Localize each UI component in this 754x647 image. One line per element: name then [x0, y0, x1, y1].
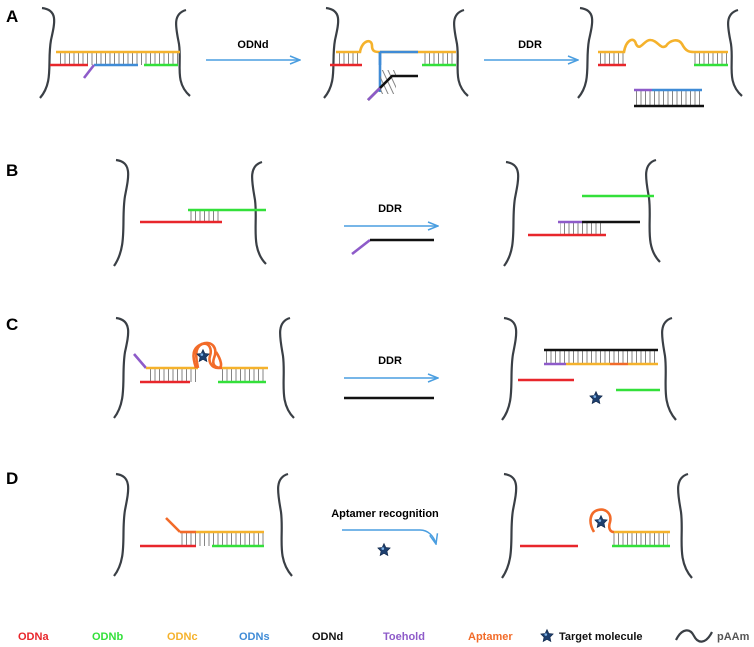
- paam-strand-left: [113, 472, 130, 577]
- arrow-ddr-label: DDR: [518, 39, 542, 51]
- legend-odnd: ODNd: [312, 631, 343, 643]
- paam-strand-left: [503, 160, 520, 267]
- aptamer-strand: [165, 517, 181, 533]
- paam-strand-right: [453, 8, 469, 97]
- base-pairs: [338, 52, 360, 65]
- panel-d: D Aptamer recognition: [6, 469, 693, 579]
- paam-strand-right: [645, 158, 661, 263]
- odnc-strand: [336, 39, 456, 54]
- aptamer-loop: [194, 342, 223, 370]
- legend-odnc: ODNc: [167, 631, 198, 643]
- paam-strand-left: [501, 316, 518, 421]
- aptamer-loop: [192, 341, 223, 370]
- legend-paam: pAAm: [717, 631, 750, 643]
- base-pairs: [180, 532, 264, 546]
- panel-c-label: C: [6, 315, 18, 334]
- paam-strand-right: [277, 472, 293, 577]
- panel-a-label: A: [6, 7, 18, 26]
- paam-strand-right: [279, 316, 295, 419]
- paam-strand-left: [323, 6, 340, 99]
- base-pairs: [636, 90, 702, 106]
- paam-strand-left: [113, 316, 130, 419]
- paam-strand-left: [39, 6, 56, 99]
- arrow-ddr-label: DDR: [378, 203, 402, 215]
- toehold-strand: [133, 353, 147, 369]
- paam-strand-right: [677, 472, 693, 579]
- base-pairs: [612, 532, 668, 546]
- target-molecule-icon: [589, 391, 603, 405]
- legend-toehold: Toehold: [383, 631, 425, 643]
- legend-target: Target molecule: [559, 631, 643, 643]
- panel-b: B DDR: [6, 158, 661, 267]
- target-molecule-icon: [196, 349, 210, 363]
- base-pairs: [58, 52, 178, 65]
- paam-strand-right: [661, 316, 677, 421]
- arrow-ddr-label: DDR: [378, 355, 402, 367]
- paam-strand-left: [113, 158, 130, 267]
- legend-odnb: ODNb: [92, 631, 123, 643]
- panel-b-label: B: [6, 161, 18, 180]
- target-molecule-icon: [377, 543, 391, 557]
- paam-strand-right: [727, 8, 743, 97]
- paam-strand-right: [175, 8, 191, 97]
- arrow-odnd-label: ODNd: [237, 39, 268, 51]
- base-pairs: [694, 52, 728, 65]
- base-pairs: [222, 368, 266, 382]
- base-pairs: [546, 350, 656, 364]
- toehold-strand: [351, 238, 371, 256]
- toehold-strand: [82, 64, 96, 79]
- panel-d-label: D: [6, 469, 18, 488]
- arrow-aptamer-recognition: [342, 529, 436, 544]
- legend-aptamer: Aptamer: [468, 631, 513, 643]
- toehold-strand: [367, 87, 381, 101]
- legend-target-molecule-icon: [540, 629, 554, 643]
- arrow-aptamer-recognition-label: Aptamer recognition: [331, 508, 439, 520]
- base-pairs: [148, 368, 198, 382]
- paam-strand-right: [251, 160, 267, 265]
- base-pairs: [422, 52, 456, 65]
- panel-a: A ODNd DDR: [6, 6, 743, 108]
- legend: ODNa ODNb ODNc ODNs ODNd Toehold Aptamer…: [18, 629, 750, 643]
- legend-odna: ODNa: [18, 631, 49, 643]
- base-pairs: [380, 70, 396, 94]
- panel-c: C DDR: [6, 315, 677, 421]
- base-pairs: [560, 222, 604, 235]
- base-pairs: [190, 210, 222, 222]
- paam-strand-left: [577, 6, 594, 99]
- legend-odns: ODNs: [239, 631, 270, 643]
- paam-strand-left: [501, 472, 518, 579]
- odnc-strand: [598, 38, 728, 54]
- legend-paam-icon: [675, 629, 713, 643]
- base-pairs: [600, 52, 624, 65]
- target-molecule-icon: [594, 515, 608, 529]
- aptamer-loop: [589, 508, 615, 534]
